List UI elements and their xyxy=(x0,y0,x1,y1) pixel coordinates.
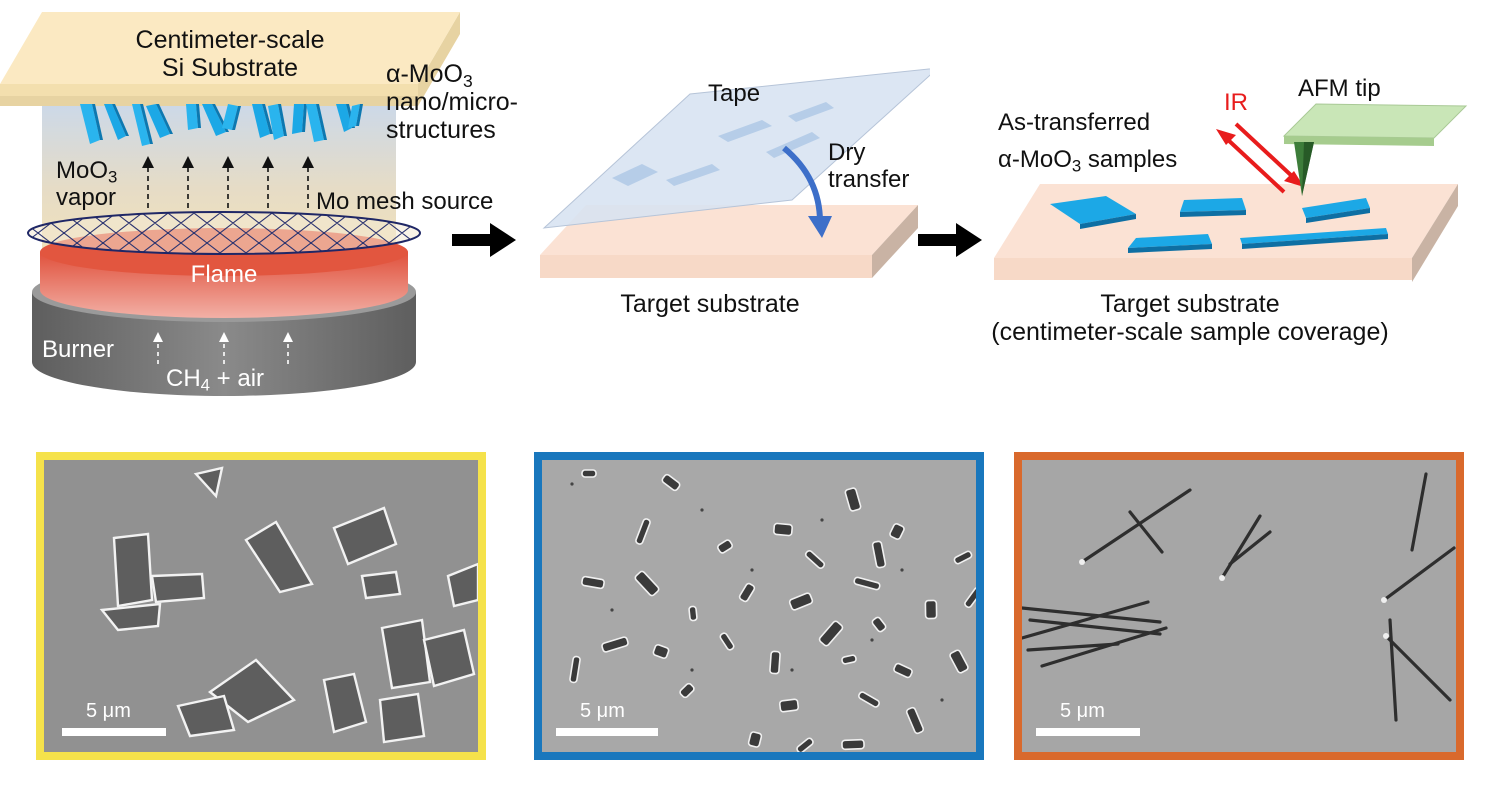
scale-label-plates: 5 μm xyxy=(86,700,131,722)
target-substrate-3 xyxy=(994,184,1458,258)
burner-label: Burner xyxy=(42,336,115,363)
sem-image-plates xyxy=(44,460,478,752)
vapor-label-line1: MoO3 xyxy=(56,157,118,187)
product-label-line3: structures xyxy=(386,116,496,144)
moo3-crystals xyxy=(80,104,363,146)
scale-label-wires: 5 μm xyxy=(1060,700,1105,722)
step-arrow-2 xyxy=(918,223,982,257)
product-label: α-MoO3 nano/micro- structures xyxy=(386,60,518,144)
sem-image-wires xyxy=(1022,460,1456,752)
ir-arrows xyxy=(1216,122,1304,194)
transfer-label: Dry transfer xyxy=(828,139,910,194)
ir-label: IR xyxy=(1224,89,1248,116)
samples-label-line1: As-transferred xyxy=(998,109,1151,136)
micrograph-plates: 5 μm xyxy=(36,452,486,760)
flame-label: Flame xyxy=(190,261,258,288)
as-transferred-step xyxy=(994,103,1468,282)
micrograph-flakes: 5 μm xyxy=(534,452,984,760)
target-substrate-label-3-line1: Target substrate xyxy=(1100,290,1280,318)
product-label-line1: α-MoO3 xyxy=(386,60,473,91)
transfer-label-line1: Dry xyxy=(828,139,866,166)
vapor-label-line2: vapor xyxy=(56,183,117,211)
transfer-arrow xyxy=(782,145,823,223)
tape-label: Tape xyxy=(708,80,761,107)
sample-flakes xyxy=(1050,196,1388,253)
scale-bar-wires xyxy=(1036,728,1140,736)
target-substrate-label-3: Target substrate (centimeter-scale sampl… xyxy=(960,290,1420,346)
step-arrow-1 xyxy=(452,223,516,257)
transfer-label-line2: transfer xyxy=(828,165,910,193)
scale-bar-plates xyxy=(62,728,166,736)
gas-label: CH4 + air xyxy=(166,365,265,395)
tape-flakes xyxy=(612,102,834,186)
samples-label: As-transferred α-MoO3 samples xyxy=(998,109,1178,176)
scale-bar-flakes xyxy=(556,728,658,736)
si-substrate xyxy=(0,12,460,84)
substrate-label-line1: Centimeter-scale xyxy=(135,26,325,54)
vapor-arrows xyxy=(142,156,314,208)
vapor-label: MoO3 vapor xyxy=(56,157,118,212)
gas-arrows xyxy=(153,332,293,364)
flame-synthesis-setup xyxy=(0,12,460,396)
sem-image-flakes xyxy=(542,460,976,752)
mesh-label: Mo mesh source xyxy=(316,188,494,215)
target-substrate-label-2: Target substrate xyxy=(620,290,800,318)
afm-cantilever xyxy=(1282,103,1468,139)
tape xyxy=(542,68,930,229)
substrate-label-line2: Si Substrate xyxy=(161,54,299,82)
dry-transfer-step xyxy=(540,68,930,278)
afm-label: AFM tip xyxy=(1298,75,1381,102)
mo-mesh xyxy=(27,211,421,255)
product-label-line2: nano/micro- xyxy=(386,88,518,116)
target-substrate-label-3-line2: (centimeter-scale sample coverage) xyxy=(991,318,1389,346)
si-substrate-front xyxy=(0,84,418,96)
scale-label-flakes: 5 μm xyxy=(580,700,625,722)
substrate-label: Centimeter-scale Si Substrate xyxy=(100,26,360,82)
samples-label-line2: α-MoO3 samples xyxy=(998,145,1178,176)
micrograph-wires: 5 μm xyxy=(1014,452,1464,760)
